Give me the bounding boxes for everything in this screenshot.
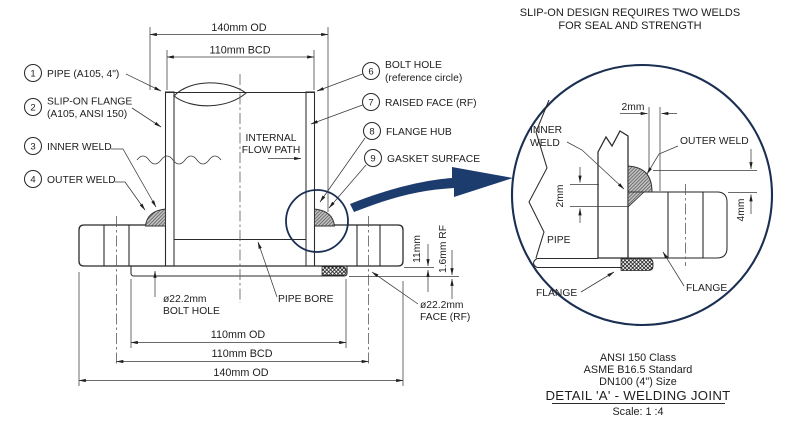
detail-title: DETAIL 'A' - WELDING JOINT	[545, 388, 730, 403]
pipe-break-symbol	[173, 82, 247, 107]
dim-top-od: 140mm OD	[211, 22, 266, 34]
callout-9-label: GASKET SURFACE	[387, 154, 480, 165]
callouts-right: 6 BOLT HOLE (reference circle) 7 RAISED …	[310, 60, 480, 209]
detail-flange	[532, 184, 728, 269]
callout-1-label: PIPE (A105, 4")	[47, 69, 119, 80]
callout-8-circle	[362, 121, 382, 141]
detail-outer-weld-label: OUTER WELD	[680, 136, 749, 147]
dim-raised-face: 1.6mm RF	[438, 225, 449, 273]
detail-dim-gap-left: 2mm	[555, 185, 566, 208]
detail-flange-label-right: FLANGE	[686, 283, 727, 294]
callout-3-label: INNER WELD	[47, 142, 112, 153]
callout-8-label: FLANGE HUB	[386, 127, 452, 138]
detail-marker-circle	[285, 189, 349, 253]
callout-2-num: 2	[30, 102, 35, 113]
detail-flange-label-left: FLANGE	[536, 288, 577, 299]
dim-bottom-bcd: 110mm BCD	[212, 348, 273, 360]
callout-7-label: RAISED FACE (RF)	[385, 98, 477, 109]
flow-wave	[136, 155, 222, 165]
callout-2-label-2: (A105, ANSI 150)	[47, 109, 127, 120]
callout-4-circle	[23, 169, 43, 189]
flow-label-1: INTERNAL	[246, 133, 297, 144]
detail-labels: INNER WELD OUTER WELD PIPE FLANGE FLANGE	[530, 125, 749, 299]
callout-6-num: 6	[368, 66, 373, 77]
dimensions-bottom: 110mm OD 110mm BCD 140mm OD	[78, 272, 404, 386]
callout-2-circle	[23, 97, 43, 117]
detail-pipe-label: PIPE	[547, 235, 571, 246]
callout-7-num: 7	[368, 97, 373, 108]
note-ansi: ANSI 150 Class	[600, 352, 677, 364]
callout-6-label-1: BOLT HOLE	[385, 60, 442, 71]
detail-dim-weld-size: 4mm	[736, 199, 747, 222]
face-note-dia: ø22.2mm	[420, 300, 464, 311]
flange-section	[78, 224, 404, 267]
detail-banner-1: SLIP-ON DESIGN REQUIRES TWO WELDS	[520, 7, 740, 19]
callout-9-num: 9	[370, 153, 375, 164]
detail-inner-weld-label-1: INNER	[530, 125, 562, 136]
detail-gasket	[620, 258, 654, 271]
note-dn: DN100 (4") Size	[599, 376, 677, 388]
note-asme: ASME B16.5 Standard	[584, 364, 693, 376]
detail-inner-weld	[627, 191, 646, 209]
detail-dim-gap-top: 2mm	[622, 102, 645, 113]
detail-pipe-wall	[597, 130, 629, 259]
detail-outer-weld	[627, 165, 653, 193]
weld-left	[145, 208, 166, 227]
pipe-bore-label: PIPE BORE	[278, 294, 334, 305]
detail-pipe-break	[528, 99, 550, 259]
callout-6-circle	[361, 61, 381, 81]
callout-1-circle	[23, 63, 43, 83]
callout-9-circle	[363, 148, 383, 168]
callout-1-num: 1	[30, 68, 35, 79]
detail-scale: Scale: 1 :4	[612, 406, 663, 418]
flow-annotation: INTERNAL FLOW PATH	[136, 133, 302, 165]
detail-banner-2: FOR SEAL AND STRENGTH	[558, 20, 701, 32]
bolt-hole-note-label: BOLT HOLE	[163, 306, 220, 317]
callout-2-label-1: SLIP-ON FLANGE	[47, 97, 132, 108]
dim-flange-thickness: 11mm	[412, 235, 423, 263]
bolt-hole-note-dia: ø22.2mm	[163, 294, 207, 305]
detail-title-block: ANSI 150 Class ASME B16.5 Standard DN100…	[545, 352, 730, 418]
centerlines	[116, 74, 369, 366]
dimensions-top: 140mm OD 110mm BCD	[149, 22, 329, 212]
raised-face	[130, 265, 348, 277]
flow-label-2: FLOW PATH	[242, 145, 301, 156]
dim-top-bcd: 110mm BCD	[210, 45, 271, 57]
detail-circle	[510, 63, 774, 327]
callout-6-label-2: (reference circle)	[385, 73, 462, 84]
callout-7-circle	[361, 92, 381, 112]
dimensions-right: 11mm 1.6mm RF	[349, 225, 459, 299]
lower-notes: ø22.2mm BOLT HOLE PIPE BORE ø22.2mm FACE…	[153, 241, 470, 323]
face-note-label: FACE (RF)	[420, 312, 470, 323]
weld-right	[314, 208, 335, 227]
detail-inner-weld-label-2: WELD	[530, 138, 560, 149]
detail-pointer-arrow	[350, 167, 513, 212]
detail-view: SLIP-ON DESIGN REQUIRES TWO WELDS FOR SE…	[510, 7, 774, 418]
callout-8-num: 8	[369, 126, 374, 137]
gasket-strip	[321, 266, 347, 276]
callout-3-circle	[23, 136, 43, 156]
callouts-left: 1 PIPE (A105, 4") 2 SLIP-ON FLANGE (A105…	[23, 63, 162, 211]
callout-4-label: OUTER WELD	[47, 175, 116, 186]
main-view: INTERNAL FLOW PATH 140mm OD 110mm BCD 11…	[23, 22, 480, 386]
callout-4-num: 4	[30, 174, 35, 185]
callout-3-num: 3	[30, 141, 35, 152]
detail-dimensions: 2mm 2mm 4mm	[555, 102, 757, 223]
dim-bottom-od140: 140mm OD	[213, 367, 268, 379]
dim-bottom-od110: 110mm OD	[211, 329, 266, 341]
